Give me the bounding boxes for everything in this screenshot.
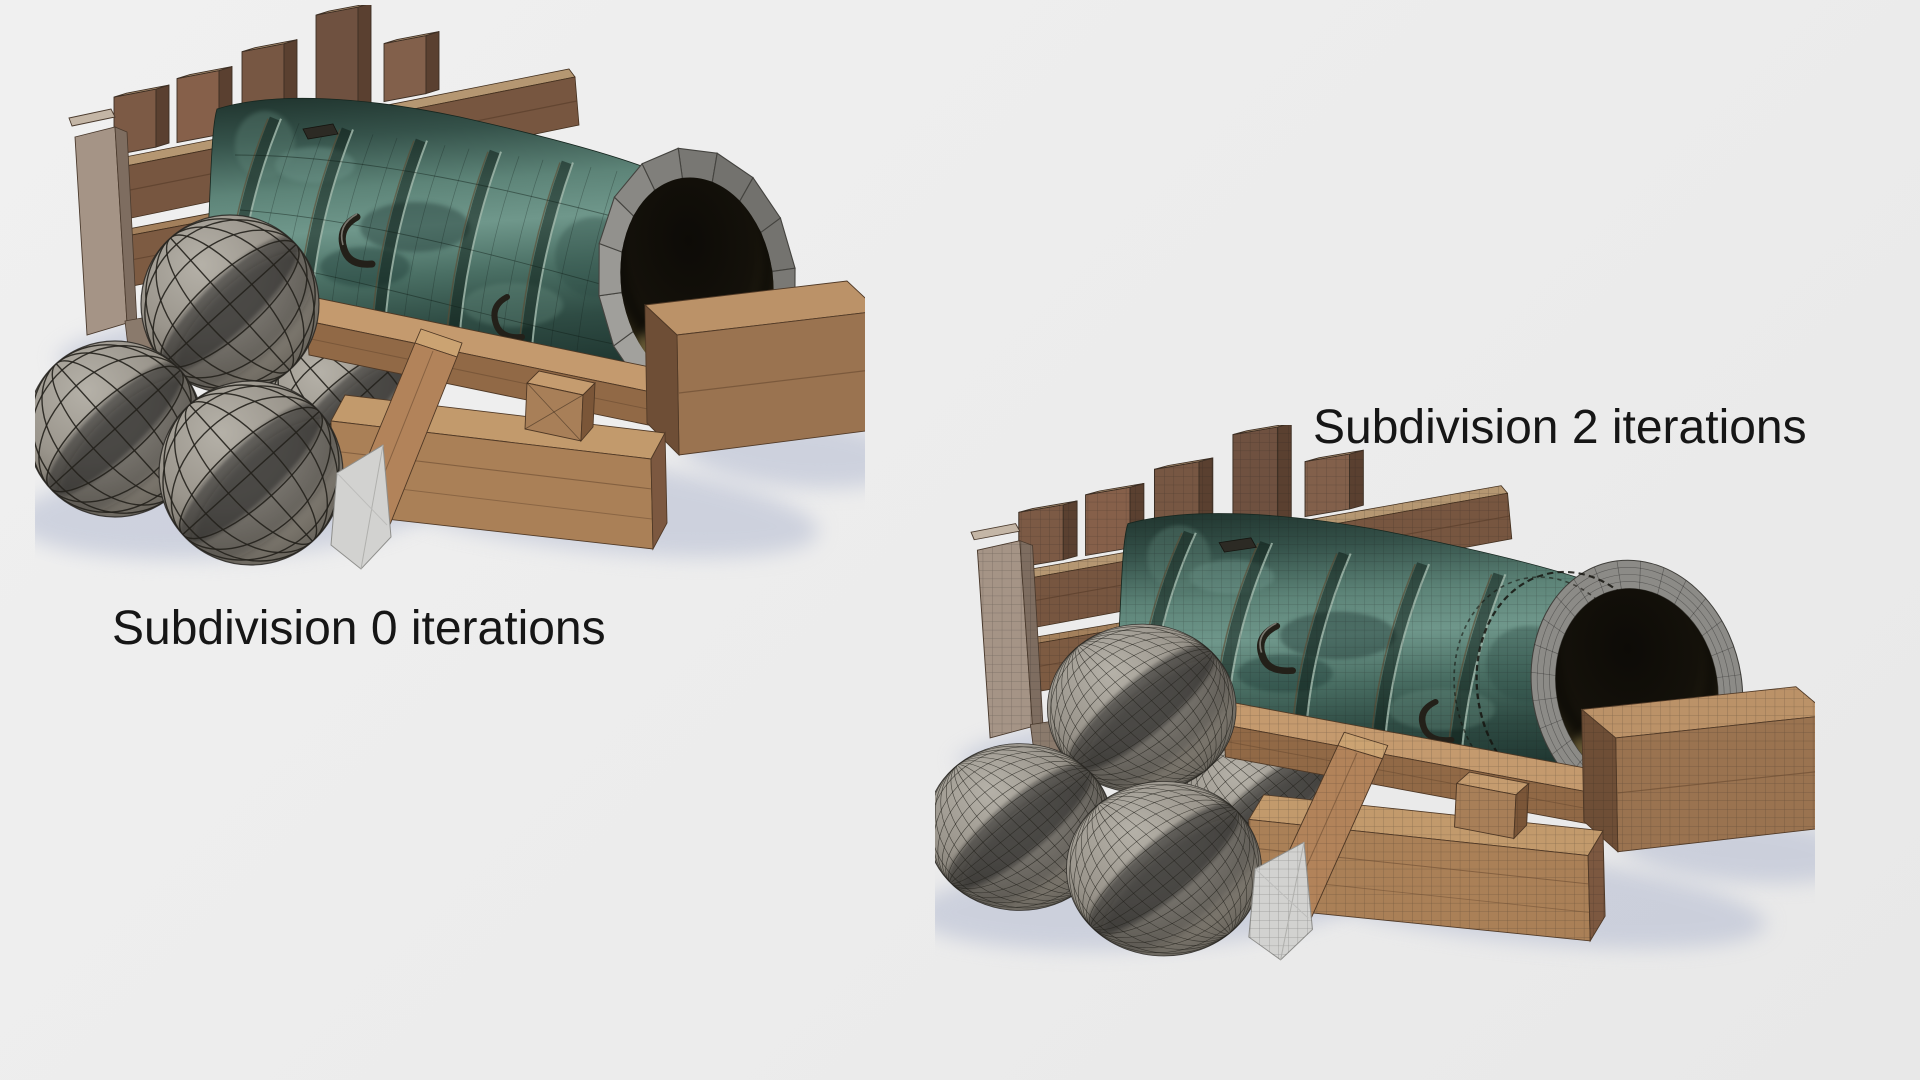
render-subdivision-0 — [35, 5, 865, 585]
cannon-render-low-poly-image — [35, 5, 865, 570]
cannon-render-subdivided-image — [935, 425, 1815, 961]
render-subdivision-2 — [935, 425, 1815, 975]
label-subdivision-0: Subdivision 0 iterations — [112, 602, 606, 655]
label-subdivision-2: Subdivision 2 iterations — [1313, 401, 1807, 454]
